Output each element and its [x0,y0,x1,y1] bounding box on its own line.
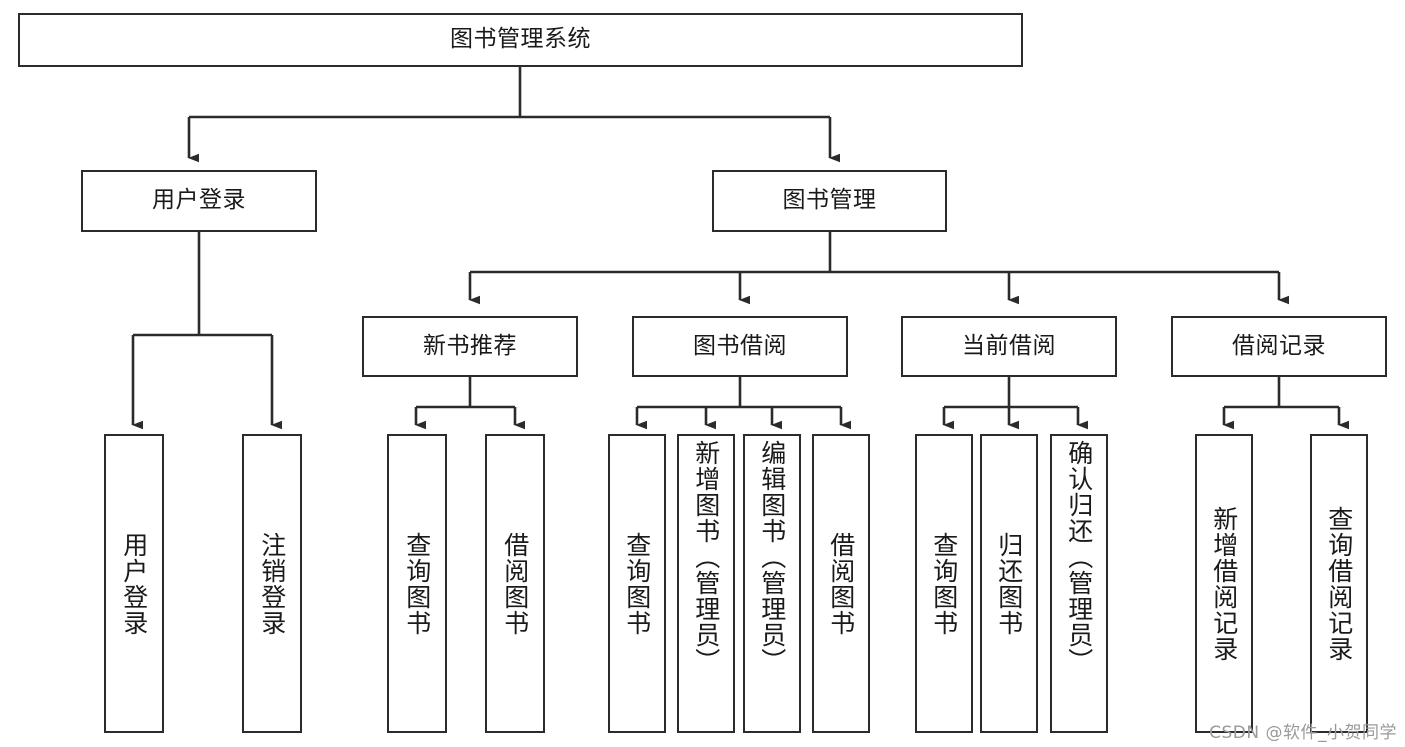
node-current-borrow[interactable]: 当前借阅 [901,316,1117,377]
node-label: 查询图书 [622,531,652,636]
edge-borrowrecord-to-leaves [1222,377,1349,430]
node-book-borrow[interactable]: 图书借阅 [632,316,848,377]
node-label: 编辑图书（管理员） [757,440,787,674]
leaf-user-login[interactable]: 用户登录 [104,434,164,733]
edge-root-to-level2 [187,67,840,163]
edge-currentborrow-to-leaves [942,377,1088,430]
node-new-book-recommend[interactable]: 新书推荐 [362,316,578,377]
node-label: 图书管理 [782,187,877,214]
node-book-management[interactable]: 图书管理 [712,170,947,232]
edge-bookmgmt-to-level3 [468,232,1289,305]
leaf-newbook-borrow-books[interactable]: 借阅图书 [485,434,545,733]
node-label: 确认归还（管理员） [1064,440,1094,674]
node-label: 新增图书（管理员） [691,440,721,674]
leaf-borrow-edit-book-admin[interactable]: 编辑图书（管理员） [743,434,801,733]
node-borrow-record[interactable]: 借阅记录 [1171,316,1387,377]
node-label: 新增借阅记录 [1209,505,1239,662]
edge-newbook-to-leaves [414,377,525,430]
leaf-record-add-borrow-record[interactable]: 新增借阅记录 [1195,434,1253,733]
node-label: 新书推荐 [423,332,517,359]
node-label: 借阅记录 [1232,332,1326,359]
node-label: 当前借阅 [962,332,1056,359]
leaf-current-return-books[interactable]: 归还图书 [980,434,1038,733]
node-label: 借阅图书 [826,531,856,636]
leaf-newbook-query-books[interactable]: 查询图书 [387,434,447,733]
node-label: 用户登录 [119,531,149,636]
leaf-current-confirm-return-admin[interactable]: 确认归还（管理员） [1050,434,1108,733]
node-label: 归还图书 [994,531,1024,636]
leaf-record-query-borrow-record[interactable]: 查询借阅记录 [1310,434,1368,733]
node-label: 注销登录 [257,531,287,636]
node-label: 图书借阅 [693,332,787,359]
edge-bookborrow-to-leaves [635,377,851,430]
node-label: 用户登录 [152,187,246,214]
node-user-login[interactable]: 用户登录 [81,170,317,232]
node-root-book-management-system[interactable]: 图书管理系统 [18,13,1023,67]
node-label: 查询图书 [929,531,959,636]
edge-userlogin-to-leaves [131,232,282,430]
leaf-borrow-borrow-books[interactable]: 借阅图书 [812,434,870,733]
leaf-current-query-books[interactable]: 查询图书 [915,434,973,733]
leaf-borrow-add-book-admin[interactable]: 新增图书（管理员） [677,434,735,733]
leaf-borrow-query-books[interactable]: 查询图书 [608,434,666,733]
leaf-logout-login[interactable]: 注销登录 [242,434,302,733]
watermark-text: CSDN @软件_小贺同学 [1209,723,1397,743]
node-label: 查询图书 [402,531,432,636]
node-label: 查询借阅记录 [1324,505,1354,662]
node-label: 借阅图书 [500,531,530,636]
node-label: 图书管理系统 [450,26,591,53]
